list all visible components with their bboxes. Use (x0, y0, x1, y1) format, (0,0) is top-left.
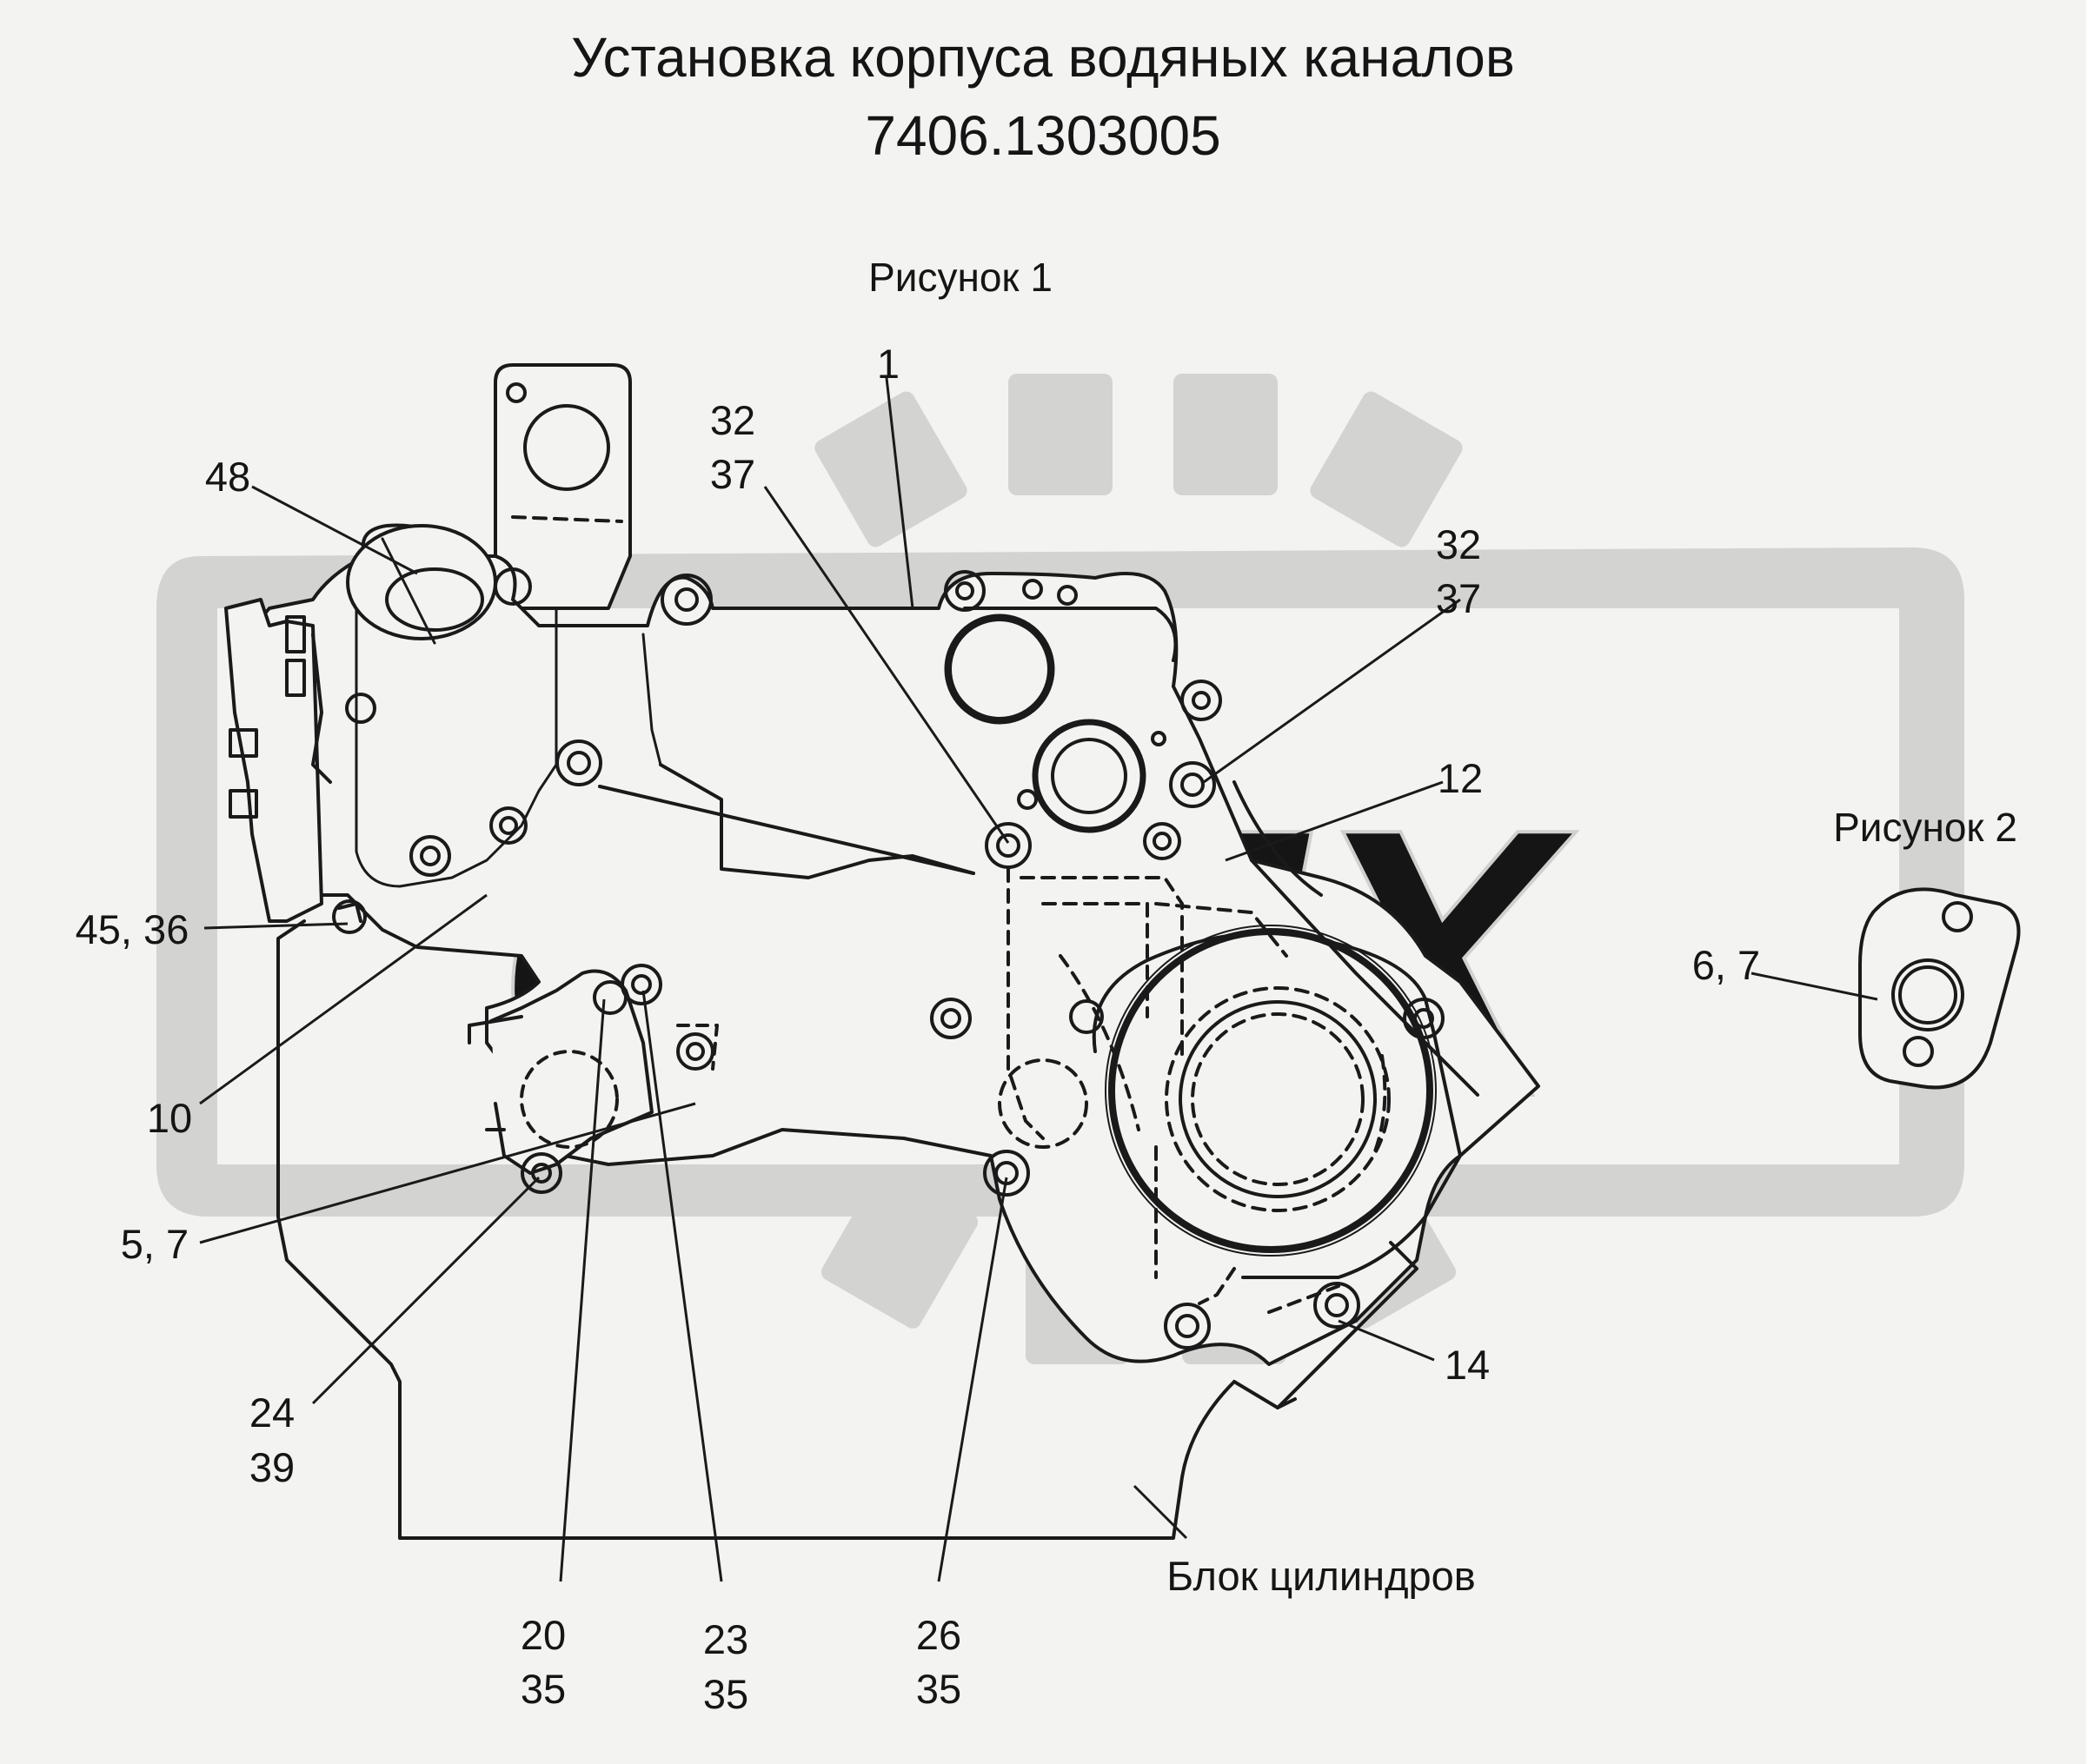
callout-35-a: 35 (521, 1666, 566, 1712)
callout-26: 26 (916, 1612, 961, 1658)
diagram-title: Установка корпуса водяных каналов (571, 26, 1515, 89)
callout-1: 1 (877, 341, 900, 387)
housing-outline (256, 523, 1540, 1366)
cylinder-block-label: Блок цилиндров (1166, 1553, 1476, 1599)
callout-35-c: 35 (916, 1666, 961, 1712)
callout-45-36: 45, 36 (76, 906, 189, 952)
callout-12: 12 (1438, 755, 1483, 801)
upper-pipe-flange (944, 613, 1055, 725)
figure2-flange (1858, 887, 2021, 1090)
water-channel-housing (224, 363, 1540, 1540)
callout-23: 23 (703, 1616, 748, 1662)
figure2-caption: Рисунок 2 (1833, 805, 2017, 850)
cylinder-block-outline (276, 919, 1236, 1540)
thermostat-disc (998, 1058, 1088, 1149)
callout-14: 14 (1445, 1342, 1490, 1388)
callout-48: 48 (205, 454, 250, 500)
callout-32-right: 32 (1436, 521, 1481, 567)
callout-37-right: 37 (1436, 575, 1481, 621)
callout-24: 24 (249, 1389, 295, 1436)
callout-6-7: 6, 7 (1692, 942, 1760, 988)
callout-10: 10 (147, 1095, 192, 1141)
callout-39: 39 (249, 1444, 295, 1490)
leader-lines (199, 377, 1878, 1582)
callout-20: 20 (521, 1612, 566, 1658)
callout-37-left: 37 (710, 451, 755, 497)
callout-35-b: 35 (703, 1671, 748, 1717)
callout-32-left: 32 (710, 397, 755, 443)
diagram-part-number: 7406.1303005 (865, 104, 1221, 167)
figure1-caption: Рисунок 1 (868, 255, 1053, 300)
sensor-block (224, 598, 323, 923)
middle-ring (1032, 719, 1146, 833)
callout-5-7: 5, 7 (121, 1221, 189, 1267)
